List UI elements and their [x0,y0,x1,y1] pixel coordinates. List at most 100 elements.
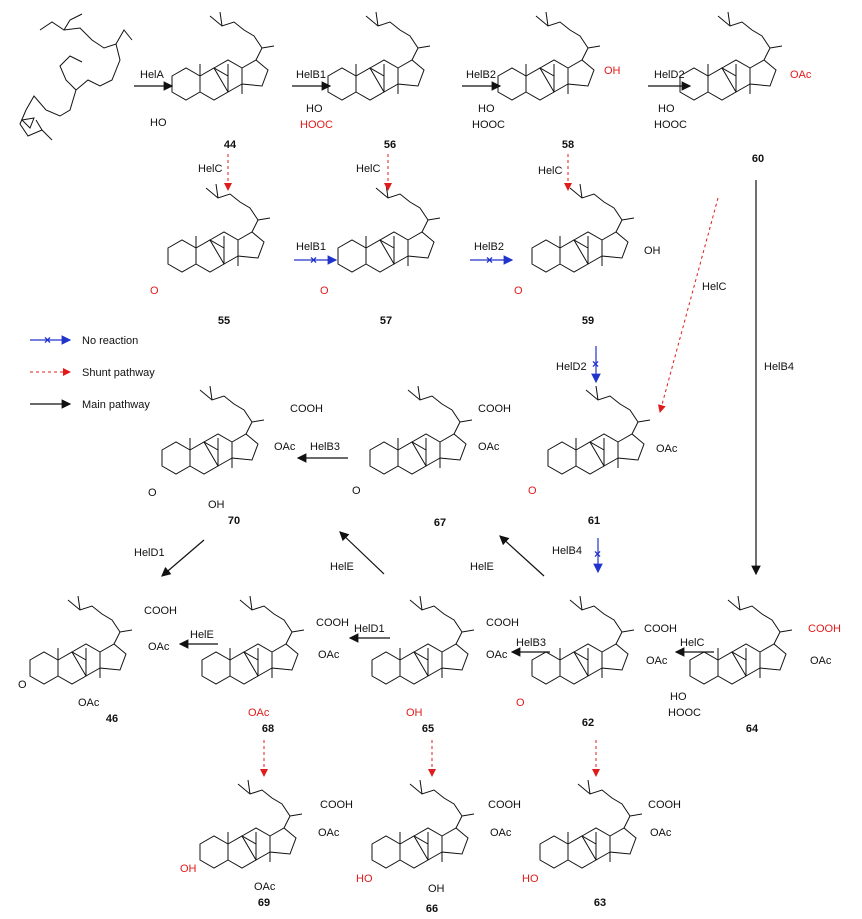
structure-59 [531,183,635,273]
label-cooh-63: COOH [648,799,681,811]
legend-main-label: Main pathway [82,399,150,411]
compound-66: 66 [426,903,438,915]
enzyme-helb4-right: HelB4 [764,361,794,373]
enzyme-helb2-mid: HelB2 [474,241,504,253]
structure-56 [327,11,431,101]
svg-text:×: × [592,357,599,371]
structure-61 [547,385,651,475]
compound-60: 60 [752,153,764,165]
structure-58 [497,11,601,101]
compound-68: 68 [262,723,274,735]
structure-62 [531,595,635,685]
label-o-67: O [352,485,361,497]
label-oac-62: OAc [646,655,668,667]
svg-text:×: × [44,333,51,347]
svg-text:×: × [310,253,317,267]
label-oac-65: OAc [486,649,508,661]
label-cooh-68: COOH [316,617,349,629]
label-oac-63: OAc [650,827,672,839]
label-ho-66: HO [356,873,373,885]
label-oh-70: OH [208,499,225,511]
compound-63: 63 [594,897,606,909]
enzyme-helc-3: HelC [538,165,563,177]
label-cooh-46: COOH [144,605,177,617]
enzyme-held2-mid: HelD2 [556,361,587,373]
structure-63 [539,779,643,869]
label-oac-60: OAc [790,69,812,81]
label-oac-46: OAc [148,641,170,653]
compound-59: 59 [582,315,594,327]
label-cooh-64: COOH [808,623,841,635]
enzyme-held1-65: HelD1 [354,623,385,635]
main-arrows [134,81,761,657]
compound-65: 65 [422,723,434,735]
svg-text:×: × [594,547,601,561]
enzyme-held2-top: HelD2 [654,69,685,81]
label-oac-70: OAc [274,441,296,453]
label-hooc-60: HOOC [654,119,687,131]
enzyme-hela: HelA [140,69,165,81]
label-ho-60: HO [658,103,675,115]
label-o-70: O [148,487,157,499]
label-ho-64: HO [670,691,687,703]
enzyme-helb3-62: HelB3 [516,637,546,649]
structure-44 [171,11,275,101]
label-oac-66: OAc [490,827,512,839]
label-o-59: O [514,285,523,297]
enzyme-helb1-mid: HelB1 [296,241,326,253]
compound-46: 46 [106,713,118,725]
label-oh-59: OH [644,245,661,257]
structure-69 [199,779,303,869]
structure-65 [371,595,475,685]
legend: × No reaction Shunt pathway Main pathway [30,333,155,411]
structure-66 [371,779,475,869]
shunt-arrows [224,154,719,777]
enzyme-helb2-top: HelB2 [466,69,496,81]
label-hooc-56: HOOC [300,119,333,131]
compound-56: 56 [384,139,396,151]
enzyme-helc-4: HelC [702,281,727,293]
enzyme-helb4-mid: HelB4 [552,545,582,557]
legend-shunt-label: Shunt pathway [82,367,155,379]
label-cooh-67: COOH [478,403,511,415]
compound-55: 55 [218,315,230,327]
enzyme-held1-left: HelD1 [134,547,165,559]
compound-61: 61 [588,515,600,527]
oxidosqualene-structure [19,13,133,141]
structure-46 [29,595,133,685]
legend-no-reaction-label: No reaction [82,335,138,347]
compound-44: 44 [224,139,237,151]
label-oac-68: OAc [318,649,340,661]
label-oac-68b: OAc [248,707,270,719]
enzyme-hele-1: HelE [470,561,494,573]
compound-62: 62 [582,717,594,729]
label-cooh-65: COOH [486,617,519,629]
compound-70: 70 [228,515,240,527]
structure-60 [679,11,783,101]
compound-58: 58 [562,139,574,151]
enzyme-helc-2: HelC [356,163,381,175]
label-hooc-64: HOOC [668,707,701,719]
enzyme-helb1-top: HelB1 [296,69,326,81]
compound-67: 67 [434,517,446,529]
label-o-55: O [150,285,159,297]
label-cooh-69: COOH [320,799,353,811]
label-oh-58: OH [604,65,621,77]
label-o-62: O [516,697,525,709]
label-oac-61: OAc [656,443,678,455]
label-cooh-62: COOH [644,623,677,635]
label-o-57: O [320,285,329,297]
structure-64 [689,595,793,685]
label-o-61: O [528,485,537,497]
svg-text:×: × [486,253,493,267]
label-ho-63: HO [522,873,539,885]
label-cooh-66: COOH [488,799,521,811]
label-ho-58: HO [478,103,495,115]
enzyme-helb3-70: HelB3 [310,441,340,453]
enzyme-helc-64: HelC [680,637,705,649]
label-o-46: O [18,679,27,691]
no-reaction-arrows: × × × × [294,253,603,574]
label-oac-67: OAc [478,441,500,453]
label-oac-46b: OAc [78,697,100,709]
